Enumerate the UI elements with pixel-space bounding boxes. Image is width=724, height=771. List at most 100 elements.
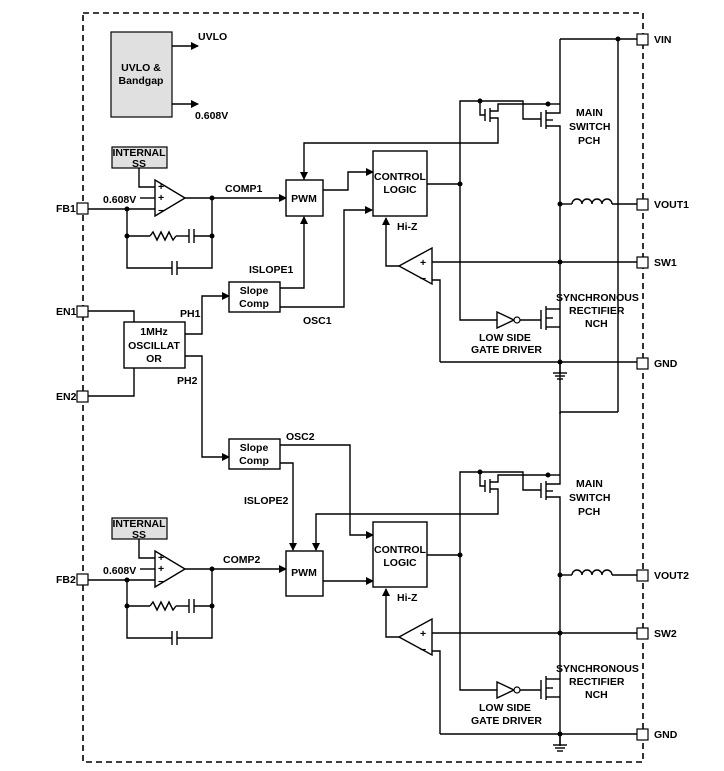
main-switch-pch-1 [540, 103, 561, 414]
control-logic-1 [372, 150, 428, 217]
zero-cross-comparator-1 [397, 246, 433, 286]
pin-vout2-label: VOUT2 [654, 570, 689, 582]
sync-rect-2-label-a: SYNCHRONOUS [556, 663, 639, 675]
pin-sw2 [636, 627, 649, 640]
pin-vout1-label: VOUT1 [654, 199, 689, 211]
reference-output-label: 0.608V [195, 110, 228, 122]
internal-ss-label-2a: INTERNAL [112, 518, 166, 530]
main-switch-2-label-b: SWITCH [569, 492, 610, 504]
ground-symbol-1 [553, 362, 567, 380]
lsgd-2-label-a: LOW SIDE [479, 702, 531, 714]
comp1-plus: + [420, 257, 426, 269]
main-switch-1-label-c: PCH [578, 135, 600, 147]
oscillator-label-2: OSCILLAT [128, 340, 180, 352]
uvlo-output-label: UVLO [198, 31, 227, 43]
main-switch-1-label-a: MAIN [576, 107, 603, 119]
comp2-minus: − [420, 644, 426, 656]
sync-rect-1-label-b: RECTIFIER [569, 305, 625, 317]
sync-rect-2-label-c: NCH [585, 689, 608, 701]
chip-boundary [82, 12, 644, 763]
right-pins: VIN VOUT1 SW1 GND VOUT2 SW2 GND [636, 33, 689, 741]
comp2-plus: + [420, 628, 426, 640]
ph1-label: PH1 [180, 308, 201, 320]
pwm-block-1 [285, 179, 324, 217]
pin-en2-label: EN2 [56, 391, 77, 403]
ph2-label: PH2 [177, 375, 198, 387]
lsgd-1-label-a: LOW SIDE [479, 332, 531, 344]
pin-fb1 [76, 202, 89, 215]
sync-rectifier-nch-1 [540, 306, 560, 330]
pin-vout1 [636, 198, 649, 211]
sync-rect-1-label-c: NCH [585, 318, 608, 330]
ref-label-2: 0.608V [103, 565, 136, 577]
pin-en1 [76, 305, 89, 318]
pwm-label-1: PWM [291, 193, 317, 205]
comp1-label: COMP1 [225, 183, 263, 195]
error-amp-2-minus: − [158, 576, 164, 588]
pin-gnd1-label: GND [654, 358, 678, 370]
uvlo-bandgap-block: UVLO & Bandgap UVLO 0.608V [110, 31, 228, 122]
internal-ss-label-1b: SS [132, 158, 146, 170]
slope-comp-1-label-a: Slope [240, 285, 269, 297]
pin-fb2 [76, 573, 89, 586]
sync-rect-1-label-a: SYNCHRONOUS [556, 292, 639, 304]
slope-comp-1 [228, 281, 281, 313]
islope2-label: ISLOPE2 [244, 495, 289, 507]
control-logic-2-label-a: CONTROL [374, 544, 426, 556]
pin-gnd2 [636, 728, 649, 741]
pwm-label-2: PWM [291, 567, 317, 579]
uvlo-block-label-1: UVLO & [121, 62, 161, 74]
oscillator-block: 1MHz OSCILLAT OR PH1 PH2 [88, 292, 230, 461]
pin-en1-label: EN1 [56, 306, 77, 318]
slope-comp-1-label-b: Comp [239, 298, 269, 310]
oscillator-label-1: 1MHz [140, 326, 167, 338]
pin-sw2-label: SW2 [654, 628, 677, 640]
slope-comp-2 [228, 438, 281, 470]
main-switch-pch-2 [540, 474, 561, 746]
inductor-1 [571, 198, 613, 205]
zero-cross-comparator-2 [397, 617, 433, 657]
pin-en2 [76, 390, 89, 403]
main-switch-2-label-c: PCH [578, 506, 600, 518]
pin-vin-label: VIN [654, 34, 672, 46]
error-amp-1-minus: − [158, 205, 164, 217]
error-amp-1-plus: + [158, 181, 164, 193]
oscillator-label-3: OR [146, 353, 162, 365]
control-logic-1-label-a: CONTROL [374, 171, 426, 183]
internal-ss-label-2b: SS [132, 529, 146, 541]
pin-gnd1 [636, 357, 649, 370]
slope-comp-2-label-b: Comp [239, 455, 269, 467]
pin-fb1-label: FB1 [56, 203, 76, 215]
control-logic-2-label-b: LOGIC [383, 557, 417, 569]
lsgd-2-label-b: GATE DRIVER [471, 715, 542, 727]
main-switch-1-label-b: SWITCH [569, 121, 610, 133]
pwm-block-2 [285, 550, 324, 597]
osc1-label: OSC1 [303, 315, 332, 327]
uvlo-block-label-2: Bandgap [119, 75, 164, 87]
hiz-label-2: Hi-Z [397, 592, 418, 604]
pin-vin [636, 33, 649, 46]
comp1-minus: − [420, 273, 426, 285]
pin-fb2-label: FB2 [56, 574, 76, 586]
osc2-label: OSC2 [286, 431, 315, 443]
comp2-label: COMP2 [223, 554, 261, 566]
error-amp-1-plus2: + [158, 192, 164, 204]
error-amp-2-plus: + [158, 552, 164, 564]
pin-sw1 [636, 256, 649, 269]
lsgd-1-label-b: GATE DRIVER [471, 344, 542, 356]
inductor-2 [571, 569, 613, 576]
channel-1: INTERNAL SS + + − 0.608V COMP1 PWM [88, 98, 639, 414]
sync-rectifier-nch-2 [540, 676, 560, 700]
internal-ss-label-1a: INTERNAL [112, 147, 166, 159]
ground-symbol-2 [553, 734, 567, 752]
pin-sw1-label: SW1 [654, 257, 677, 269]
pin-vout2 [636, 569, 649, 582]
low-side-gate-driver-2 [496, 680, 516, 700]
low-side-gate-driver-1 [496, 310, 516, 330]
vin-rail [559, 36, 642, 482]
slope-comp-2-label-a: Slope [240, 442, 269, 454]
channel-2: INTERNAL SS + + − 0.608V COMP2 PWM [88, 431, 639, 752]
sync-rect-2-label-b: RECTIFIER [569, 676, 625, 688]
islope1-label: ISLOPE1 [249, 264, 294, 276]
